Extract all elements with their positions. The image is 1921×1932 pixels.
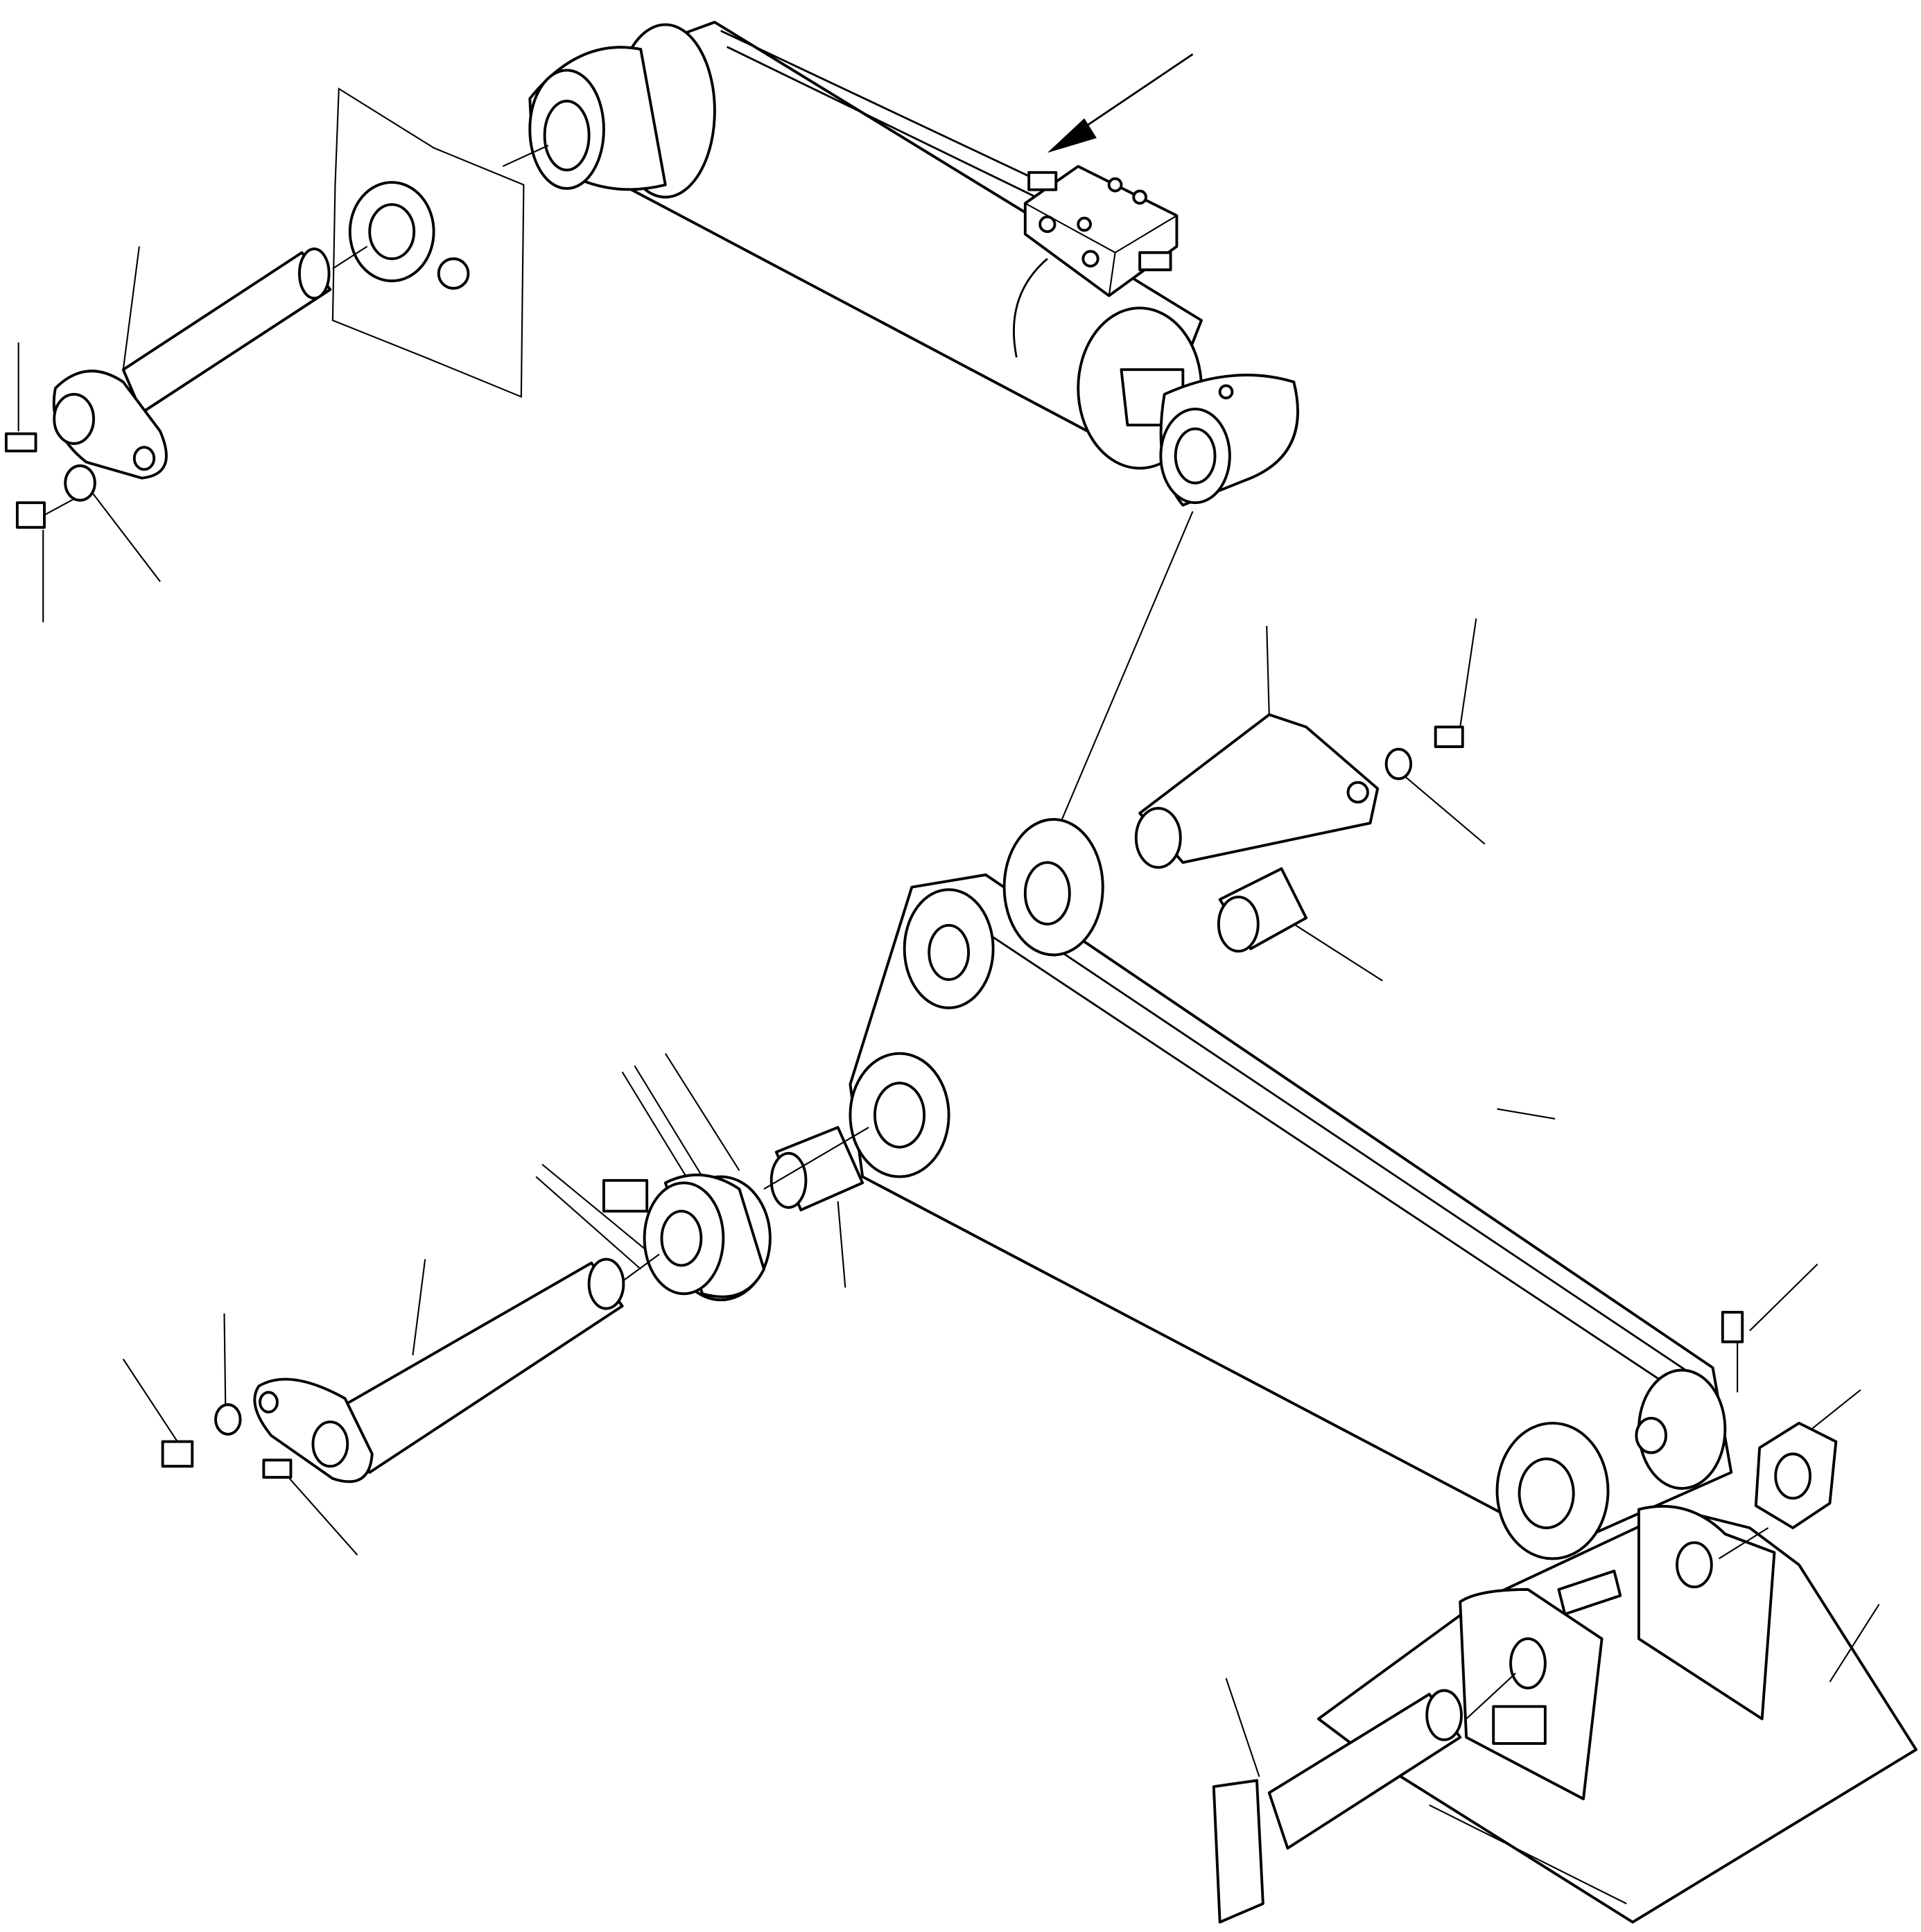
mounting-plate-fragment (331, 87, 525, 398)
lock-nut (1718, 1389, 1861, 1560)
upper-pin-assembly (4, 245, 368, 623)
valve-block (1023, 164, 1179, 297)
right-pin-assembly (1134, 618, 1486, 982)
grease-fitting (1721, 1263, 1818, 1393)
base-bracket (1316, 1504, 1918, 1924)
lower-pin-assembly (122, 1126, 869, 1556)
leader-line-cylinder-top (502, 144, 549, 167)
base-pin (1212, 1672, 1516, 1924)
boom-end-fragment (535, 1053, 772, 1302)
hydraulic-cylinder (528, 21, 1299, 507)
direction-arrow (1047, 53, 1194, 153)
link-arm (849, 818, 1733, 1560)
